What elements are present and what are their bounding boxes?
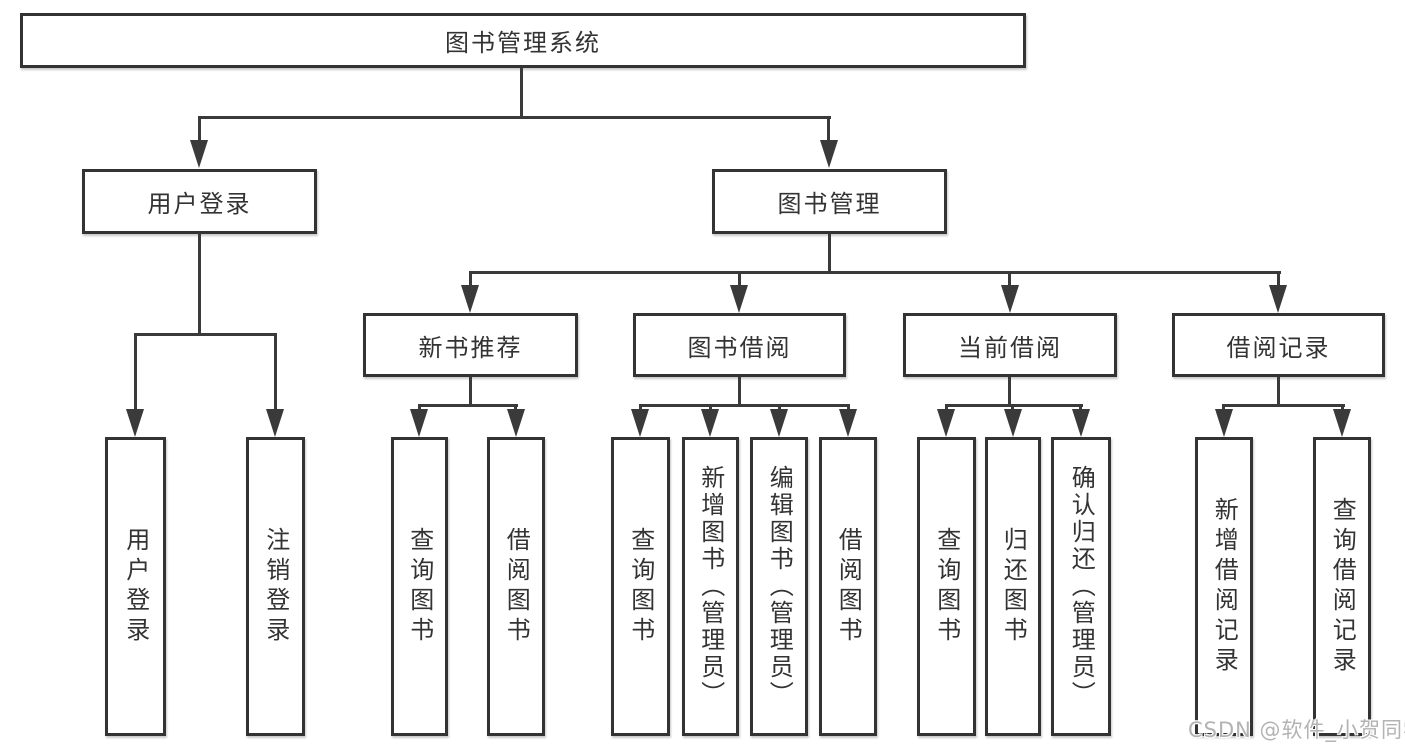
node-label: 图书借阅 (687, 333, 792, 362)
arrowhead-down-icon (839, 409, 857, 437)
leaf-query-books-2: 查询图书 (611, 437, 670, 736)
connector-drop (639, 404, 642, 413)
connector-borrowing-stem (738, 377, 741, 407)
node-label: 查询图书 (932, 526, 961, 647)
arrowhead-down-icon (701, 409, 719, 437)
node-label: 借阅图书 (834, 526, 863, 647)
connector-drop (709, 404, 712, 413)
arrowhead-down-icon (1001, 285, 1019, 313)
connector-drop (1079, 404, 1082, 413)
arrowhead-down-icon (190, 140, 208, 168)
connector-current-stem (1008, 377, 1011, 407)
node-book-borrowing: 图书借阅 (633, 313, 846, 377)
node-label: 查询借阅记录 (1328, 496, 1357, 677)
node-label: 用户登录 (147, 190, 252, 218)
arrowhead-down-icon (461, 285, 479, 313)
node-label: 归还图书 (999, 526, 1028, 647)
connector-records-stem (1277, 377, 1280, 407)
node-label: 当前借阅 (958, 333, 1062, 362)
arrowhead-down-icon (631, 409, 649, 437)
arrowhead-down-icon (1333, 409, 1351, 437)
connector-drop (469, 271, 472, 288)
arrowhead-down-icon (1215, 409, 1233, 437)
connector-current-rail (945, 404, 1083, 407)
leaf-logout: 注销登录 (246, 437, 305, 736)
connector-drop (1277, 271, 1280, 288)
connector-userlogin-rail (134, 333, 277, 336)
connector-drop (778, 404, 781, 413)
connector-root-rail (198, 116, 831, 119)
connector-drop (738, 271, 741, 288)
connector-newbook-stem (469, 377, 472, 407)
connector-drop (134, 333, 137, 413)
node-label: 查询图书 (626, 526, 655, 647)
node-label: 编辑图书（管理员） (765, 465, 794, 708)
arrowhead-down-icon (1269, 285, 1287, 313)
leaf-query-books-1: 查询图书 (391, 437, 448, 736)
connector-drop (1341, 404, 1344, 413)
connector-drop (198, 116, 201, 143)
node-label: 查询图书 (405, 526, 434, 647)
leaf-add-book-admin: 新增图书（管理员） (682, 437, 739, 736)
arrowhead-down-icon (730, 285, 748, 313)
arrowhead-down-icon (770, 409, 788, 437)
arrowhead-down-icon (266, 409, 284, 437)
connector-bookmgmt-rail (469, 271, 1281, 274)
arrowhead-down-icon (820, 140, 838, 168)
leaf-add-borrow-record: 新增借阅记录 (1195, 437, 1253, 736)
leaf-edit-book-admin: 编辑图书（管理员） (750, 437, 808, 736)
watermark: CSDN @软件_小贺同学 (1188, 718, 1405, 742)
arrowhead-down-icon (507, 409, 525, 437)
node-current-borrowing: 当前借阅 (903, 313, 1117, 377)
connector-drop (1222, 404, 1225, 413)
leaf-user-login: 用户登录 (105, 437, 166, 736)
node-label: 图书管理系统 (445, 29, 601, 57)
connector-drop (847, 404, 850, 413)
node-label: 新增借阅记录 (1210, 496, 1239, 677)
arrowhead-down-icon (937, 409, 955, 437)
node-label: 新增图书（管理员） (696, 465, 725, 708)
node-new-book-recommendation: 新书推荐 (363, 313, 578, 377)
node-label: 新书推荐 (418, 333, 523, 362)
connector-userlogin-stem (198, 233, 201, 336)
connector-records-rail (1222, 404, 1345, 407)
connector-drop (1008, 271, 1011, 288)
node-label: 借阅记录 (1226, 333, 1331, 362)
connector-newbook-rail (418, 404, 518, 407)
connector-root-stem (520, 68, 523, 119)
node-user-login: 用户登录 (82, 169, 317, 234)
node-label: 确认归还（管理员） (1067, 465, 1096, 708)
arrowhead-down-icon (126, 409, 144, 437)
connector-drop (274, 333, 277, 413)
node-label: 借阅图书 (502, 526, 531, 647)
node-label: 注销登录 (261, 526, 290, 647)
leaf-query-borrow-record: 查询借阅记录 (1313, 437, 1371, 736)
leaf-return-books: 归还图书 (985, 437, 1041, 736)
connector-drop (1011, 404, 1014, 413)
connector-drop (418, 404, 421, 413)
node-library-management-system: 图书管理系统 (20, 13, 1026, 68)
connector-drop (514, 404, 517, 413)
leaf-query-books-3: 查询图书 (917, 437, 976, 736)
connector-drop (945, 404, 948, 413)
node-label: 用户登录 (121, 526, 150, 647)
connector-drop (827, 116, 830, 143)
node-book-management: 图书管理 (712, 169, 947, 234)
arrowhead-down-icon (410, 409, 428, 437)
connector-bookmgmt-stem (828, 234, 831, 274)
leaf-confirm-return-admin: 确认归还（管理员） (1051, 437, 1111, 736)
connector-borrowing-rail (639, 404, 850, 407)
node-label: 图书管理 (777, 190, 882, 218)
leaf-borrow-books-2: 借阅图书 (819, 437, 877, 736)
arrowhead-down-icon (1072, 409, 1090, 437)
leaf-borrow-books-1: 借阅图书 (487, 437, 545, 736)
arrowhead-down-icon (1004, 409, 1022, 437)
node-borrowing-records: 借阅记录 (1172, 313, 1385, 377)
